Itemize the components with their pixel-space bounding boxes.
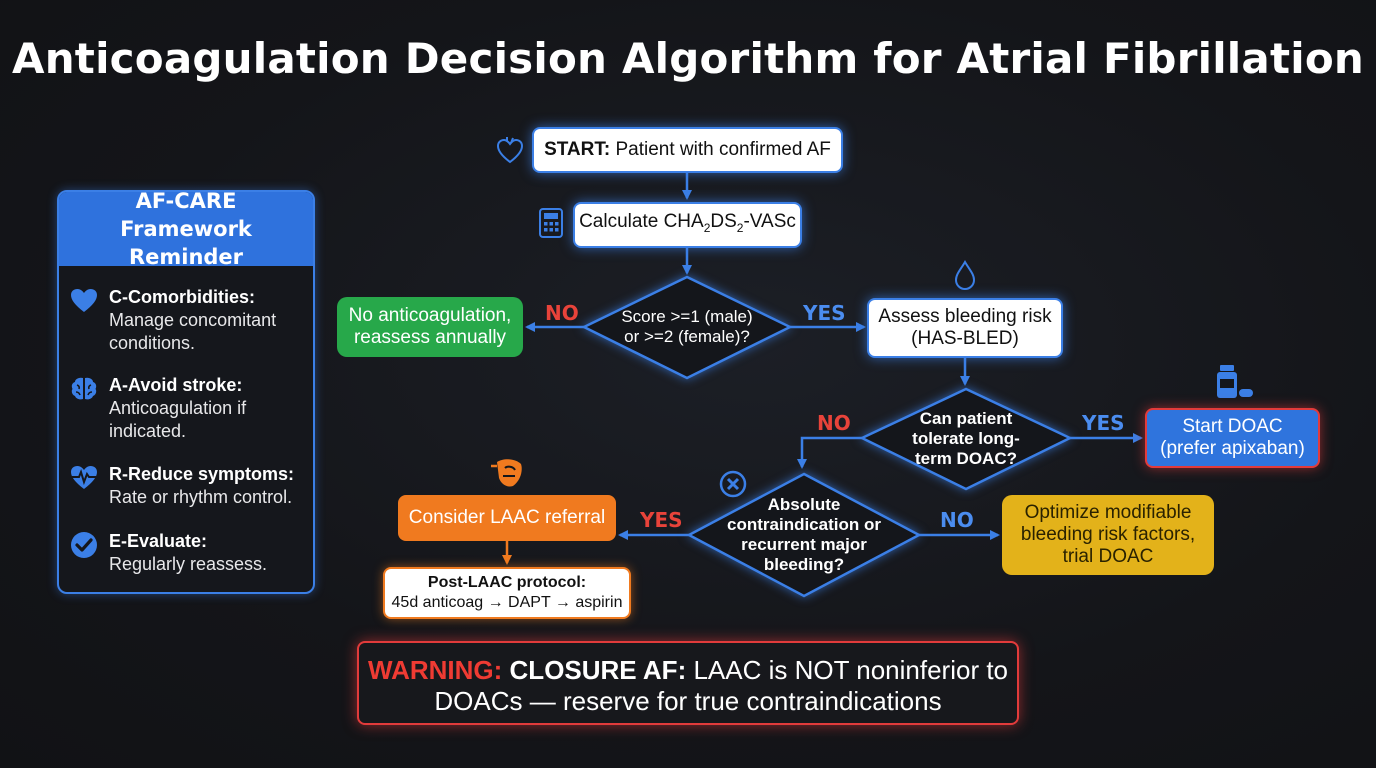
heart-pulse-icon xyxy=(71,466,97,489)
contra-yes-label: YES xyxy=(640,508,683,532)
calculator-icon xyxy=(539,208,563,238)
cancel-circle-icon xyxy=(719,470,747,498)
sidebar-item-text: Regularly reassess. xyxy=(109,554,268,574)
sidebar-item-text: Anticoagulation if indicated. xyxy=(109,398,247,441)
blood-drop-icon xyxy=(954,259,976,291)
score-yes-label: YES xyxy=(803,301,846,325)
score-decision-diamond xyxy=(581,275,793,380)
start-doac-node: Start DOAC (prefer apixaban) xyxy=(1145,408,1320,468)
consider-laac-node: Consider LAAC referral xyxy=(398,495,616,541)
contraindication-question: Absolute contraindication or recurrent m… xyxy=(727,495,881,574)
tolerate-yes-label: YES xyxy=(1082,411,1125,435)
af-care-sidebar: AF-CARE Framework Reminder C-Comorbiditi… xyxy=(57,190,315,594)
assess-bleeding-node: Assess bleeding risk (HAS-BLED) xyxy=(867,298,1063,358)
contra-no-label: NO xyxy=(940,508,974,532)
start-text: Patient with confirmed AF xyxy=(615,139,831,160)
page-title: Anticoagulation Decision Algorithm for A… xyxy=(12,34,1364,83)
sidebar-item-title: A-Avoid stroke: xyxy=(109,375,243,395)
sidebar-item-title: E-Evaluate: xyxy=(109,531,208,551)
post-laac-node: Post-LAAC protocol: 45d anticoag → DAPT … xyxy=(383,567,631,619)
sidebar-item-title: R-Reduce symptoms: xyxy=(109,464,295,484)
calc-text: Calculate CHA xyxy=(579,211,704,233)
sidebar-header: AF-CARE Framework Reminder xyxy=(59,192,313,269)
score-no-label: NO xyxy=(545,301,579,325)
score-question: Score >=1 (male) or >=2 (female)? xyxy=(621,307,753,346)
sidebar-item-title: C-Comorbidities: xyxy=(109,287,255,307)
warning-box: WARNING: CLOSURE AF: LAAC is NOT noninfe… xyxy=(357,641,1019,725)
warning-text: LAAC is NOT noninferior to DOACs — reser… xyxy=(434,655,1009,716)
start-node: START: Patient with confirmed AF xyxy=(532,127,843,173)
start-label: START: xyxy=(544,139,611,160)
calc-text: -VASc xyxy=(743,211,796,233)
warning-bold: CLOSURE AF: xyxy=(509,655,687,685)
device-icon xyxy=(491,459,522,487)
calc-sub: 2 xyxy=(703,220,711,235)
arrow-tolerate-no xyxy=(797,436,862,469)
contraindication-decision-diamond xyxy=(686,472,922,598)
check-circle-icon xyxy=(71,532,97,558)
post-laac-title: Post-LAAC protocol: xyxy=(427,574,587,591)
calc-sub: 2 xyxy=(736,220,744,235)
tolerate-no-label: NO xyxy=(817,411,851,435)
optimize-risk-node: Optimize modifiable bleeding risk factor… xyxy=(1002,495,1214,575)
sidebar-item-text: Rate or rhythm control. xyxy=(109,487,293,507)
warning-prefix: WARNING: xyxy=(367,655,503,685)
brain-icon xyxy=(71,377,97,400)
calculate-score-node: Calculate CHA2DS2-VASc xyxy=(573,202,802,248)
heart-outline-icon xyxy=(496,137,524,164)
tolerate-decision-diamond xyxy=(859,387,1073,491)
post-laac-text: 45d anticoag → DAPT → aspirin xyxy=(391,594,623,611)
pill-bottle-icon xyxy=(1217,365,1253,398)
tolerate-question: Can patient tolerate long-term DOAC? xyxy=(912,409,1020,468)
sidebar-item-text: Manage concomitant conditions. xyxy=(109,310,277,353)
calc-text: DS xyxy=(710,211,737,233)
no-anticoagulation-node: No anticoagulation, reassess annually xyxy=(337,297,523,357)
heart-icon xyxy=(71,289,97,312)
